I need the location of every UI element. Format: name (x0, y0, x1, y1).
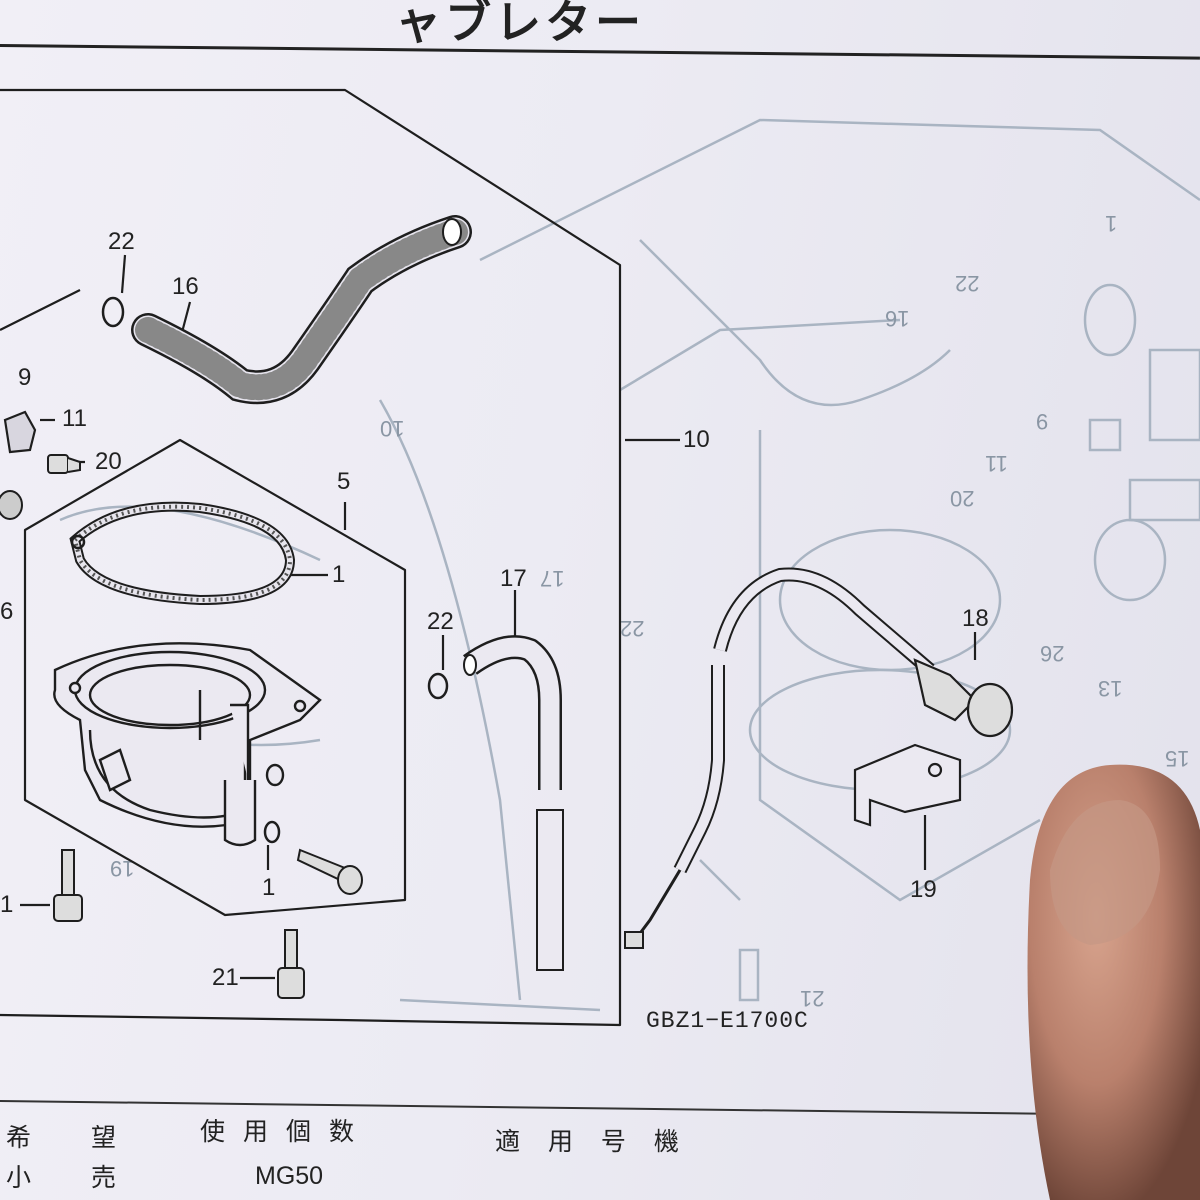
tube-16 (131, 215, 472, 405)
callout-1-washer: 1 (262, 874, 276, 901)
leader-line (0, 289, 81, 331)
page-title: ャブレター (395, 0, 645, 49)
table-header-kibou: 希 望 (6, 1123, 142, 1152)
callout-10: 10 (683, 426, 710, 453)
screw-20 (47, 454, 81, 474)
choke-cable-18 (624, 567, 1014, 949)
group-boundary-5 (23, 438, 407, 917)
figure-code: GBZ1−E1700C (646, 1008, 809, 1034)
table-header-applicable-model: 適 用 号 機 (495, 1127, 689, 1156)
bracket-19 (853, 743, 962, 827)
drain-screw (296, 848, 363, 895)
callout-5: 5 (337, 468, 351, 495)
callout-18: 18 (962, 605, 989, 632)
clip-22-upper (101, 296, 125, 328)
tube-17 (463, 635, 564, 971)
ghost-tube-16 (639, 239, 951, 407)
washer-1 (263, 820, 281, 844)
table-model-value: MG50 (255, 1162, 324, 1190)
callout-22-lower: 22 (427, 608, 454, 635)
callout-1-ring: 1 (332, 561, 346, 588)
thumb-photo (1027, 764, 1200, 1200)
callout-17: 17 (500, 565, 527, 592)
callout-9: 9 (18, 364, 32, 391)
table-row-retail: 小 売 (6, 1163, 142, 1192)
float-chamber (53, 642, 322, 847)
bolt-21 (277, 929, 305, 999)
callout-22-upper: 22 (108, 228, 135, 255)
group-boundary-10 (0, 88, 622, 1027)
callout-11: 11 (62, 405, 87, 432)
clamp-11 (3, 410, 37, 454)
callout-20: 20 (95, 448, 122, 475)
callout-1-bolt: 1 (0, 891, 14, 918)
callout-21: 21 (212, 964, 239, 991)
callout-6: 6 (0, 598, 14, 625)
o-ring-1 (69, 501, 296, 606)
bolt-left (53, 849, 83, 922)
table-header-quantity: 使用個数 (200, 1117, 373, 1146)
callout-19: 19 (910, 876, 937, 903)
part-6 (0, 490, 23, 520)
ghost-o-ring (1083, 283, 1137, 357)
clip-22-lower (427, 672, 449, 700)
callout-16: 16 (172, 273, 199, 300)
